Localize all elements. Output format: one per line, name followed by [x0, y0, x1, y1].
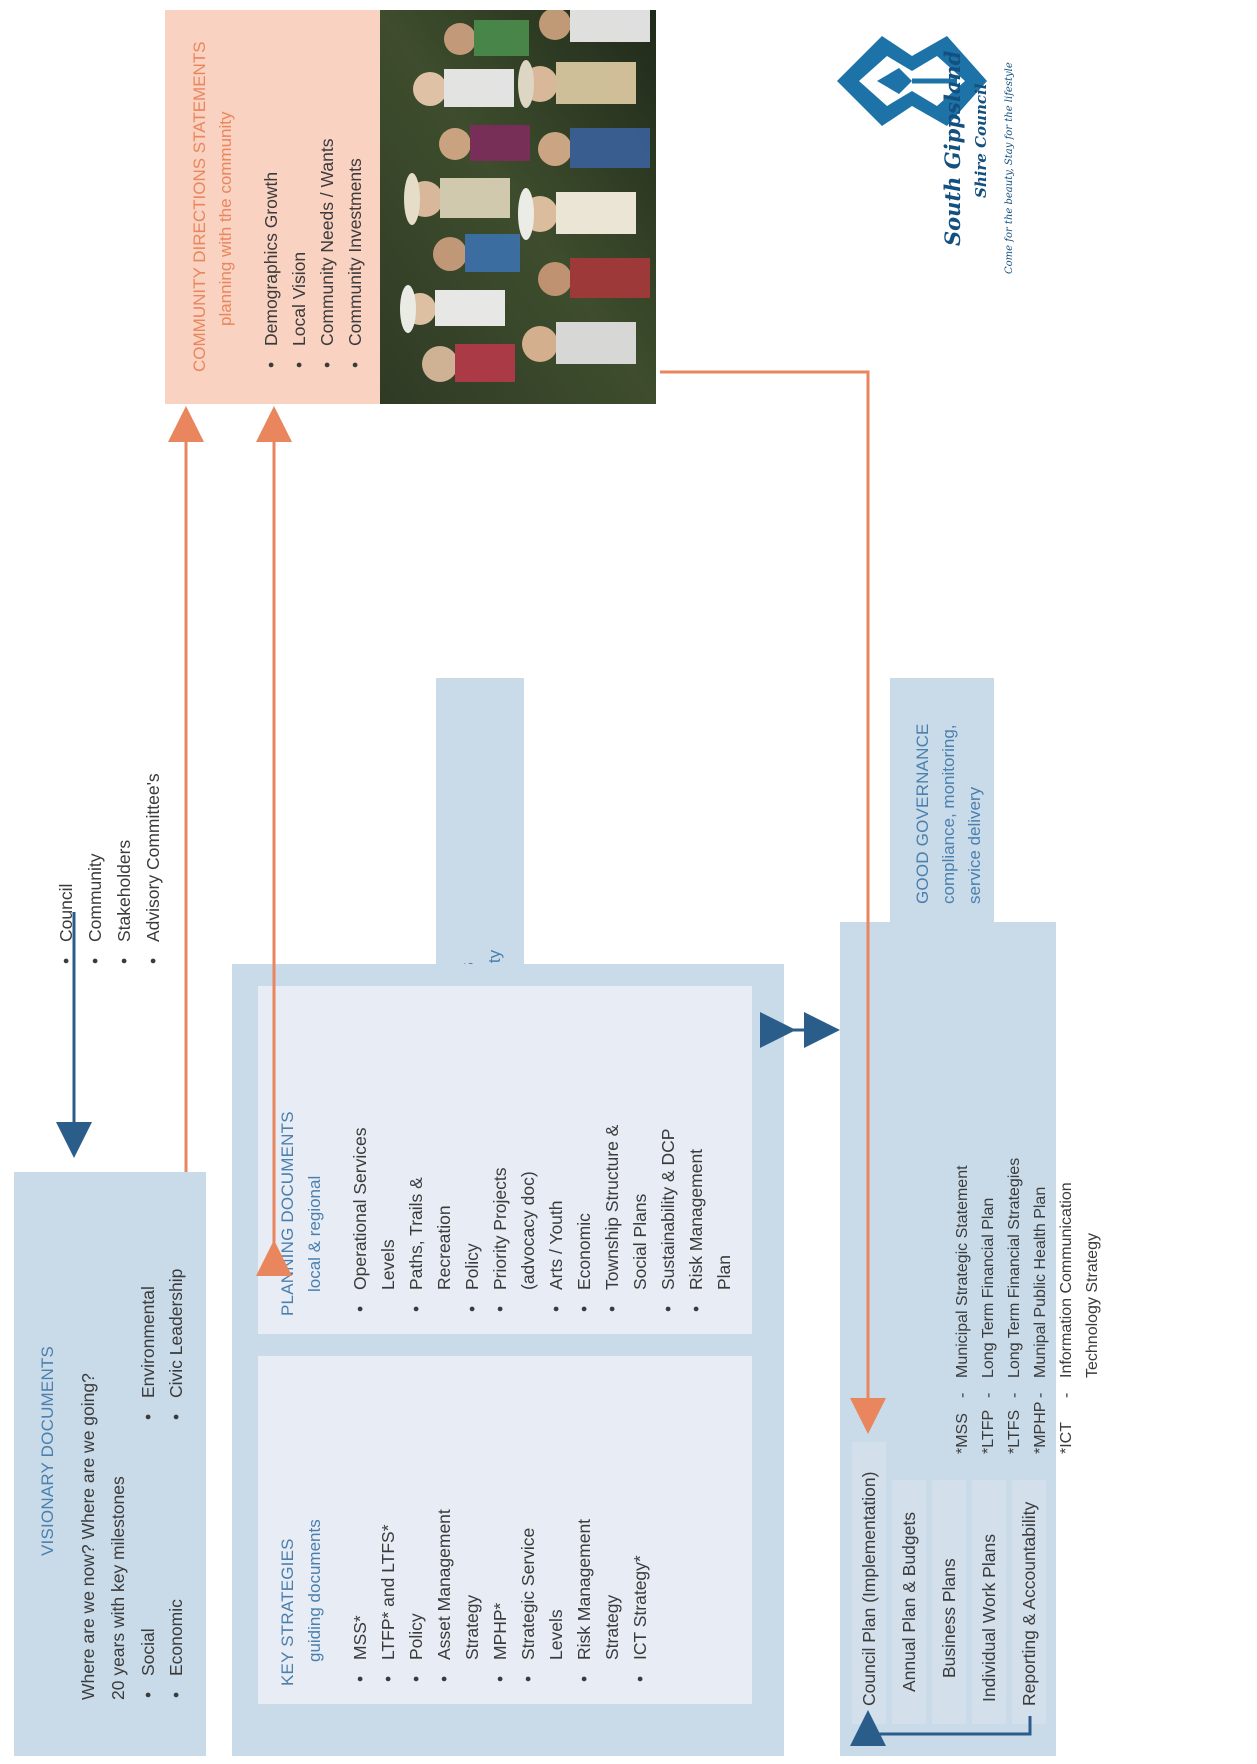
- council-plan-item: Business Plans: [932, 1480, 966, 1724]
- list-item: Risk Management Strategy: [570, 1500, 626, 1686]
- community-directions-list: Demographics Growth Local Vision Communi…: [257, 10, 369, 372]
- key-strategies-title: KEY STRATEGIES: [278, 1538, 297, 1686]
- list-item: Arts / Youth: [542, 1016, 570, 1316]
- key-strategies-panel: KEY STRATEGIES guiding documents MSS* LT…: [258, 1356, 752, 1704]
- shire-logo: South Gippsland Shire Council Come for t…: [832, 16, 1062, 286]
- list-item: Council: [52, 773, 81, 968]
- community-directions-panel: COMMUNITY DIRECTIONS STATEMENTS planning…: [165, 10, 380, 404]
- community-directions-subtitle: planning with the community: [216, 111, 235, 326]
- council-plan-item: Individual Work Plans: [972, 1480, 1006, 1724]
- key-strategies-list: MSS* LTFP* and LTFS* Policy Asset Manage…: [346, 1426, 654, 1686]
- list-item: Local Vision: [285, 10, 313, 372]
- list-item: Strategic Service Levels: [514, 1500, 570, 1686]
- list-item: Operational Services Levels: [346, 1110, 402, 1316]
- glossary-row: *LTFS - Long Term Financial Strategies: [1006, 1157, 1023, 1454]
- list-item: Community Investments: [341, 10, 369, 372]
- good-governance-tab: GOOD GOVERNANCE compliance, monitoring, …: [890, 678, 994, 922]
- list-item: Community Needs / Wants: [313, 10, 341, 372]
- list-item: LTFP* and LTFS*: [374, 1426, 402, 1686]
- council-plan-item: Annual Plan & Budgets: [892, 1480, 926, 1724]
- glossary-row: *MPHP - Munipal Public Health Plan: [1032, 1186, 1049, 1454]
- logo-tagline: Come for the beauty, Stay for the lifest…: [1004, 62, 1015, 274]
- list-item: Priority Projects (advocacy doc): [486, 1140, 542, 1316]
- visionary-col1: Social Economic: [134, 1599, 190, 1702]
- list-item: ICT Strategy*: [626, 1426, 654, 1686]
- glossary-row: *ICT - Information Communication Technol…: [1058, 1182, 1101, 1454]
- visionary-line2: 20 years with key milestones: [108, 1476, 128, 1700]
- visionary-title: VISIONARY DOCUMENTS: [38, 1345, 57, 1556]
- visionary-col2: Environmental Civic Leadership: [134, 1269, 190, 1424]
- list-item: Economic: [570, 1016, 598, 1316]
- list-item: Stakeholders: [110, 773, 139, 968]
- glossary: *MSS - Municipal Strategic Statement *LT…: [950, 1014, 1106, 1454]
- list-item: Asset Management Strategy: [430, 1500, 486, 1686]
- list-item: Demographics Growth: [257, 10, 285, 372]
- list-item: Advisory Committee's: [139, 773, 168, 968]
- planning-documents-title: PLANNING DOCUMENTS: [278, 1111, 297, 1316]
- list-item: Township Structure & Social Plans: [598, 1100, 654, 1316]
- list-item: Community: [81, 773, 110, 968]
- visionary-line1: Where are we now? Where are we going?: [78, 1373, 98, 1700]
- planning-documents-subtitle: local & regional: [305, 1175, 324, 1292]
- list-item: Civic Leadership: [162, 1269, 190, 1424]
- list-item: Policy: [402, 1426, 430, 1686]
- planning-documents-panel: PLANNING DOCUMENTS local & regional Oper…: [258, 986, 752, 1334]
- list-item: Policy: [458, 1016, 486, 1316]
- council-plan-item: Reporting & Accountability: [1012, 1480, 1046, 1724]
- glossary-row: *LTFP - Long Term Financial Plan: [980, 1197, 997, 1454]
- list-item: MSS*: [346, 1426, 374, 1686]
- list-item: Paths, Trails & Recreation: [402, 1150, 458, 1316]
- list-item: Sustainability & DCP: [654, 1016, 682, 1316]
- crowd-photo-icon: [380, 10, 656, 404]
- glossary-row: *MSS - Municipal Strategic Statement: [954, 1165, 971, 1454]
- list-item: Economic: [162, 1599, 190, 1702]
- list-item: Risk Management Plan: [682, 1140, 738, 1316]
- logo-org: Shire Council: [972, 83, 990, 198]
- governance-subtitle: compliance, monitoring, service delivery: [939, 724, 984, 904]
- key-strategies-subtitle: guiding documents: [305, 1519, 324, 1662]
- planning-documents-list: Operational Services Levels Paths, Trail…: [346, 1016, 738, 1316]
- community-directions-title: COMMUNITY DIRECTIONS STATEMENTS: [190, 41, 209, 372]
- participants-list: Council Community Stakeholders Advisory …: [52, 773, 168, 968]
- shield-icon: [837, 36, 987, 126]
- community-crowd-photo: [380, 10, 656, 404]
- list-item: Social: [134, 1599, 162, 1702]
- council-plan-item: Council Plan (Implementation): [852, 1442, 886, 1724]
- logo-name: South Gippsland: [940, 50, 965, 246]
- governance-title: GOOD GOVERNANCE: [913, 723, 932, 904]
- list-item: MPHP*: [486, 1426, 514, 1686]
- list-item: Environmental: [134, 1269, 162, 1424]
